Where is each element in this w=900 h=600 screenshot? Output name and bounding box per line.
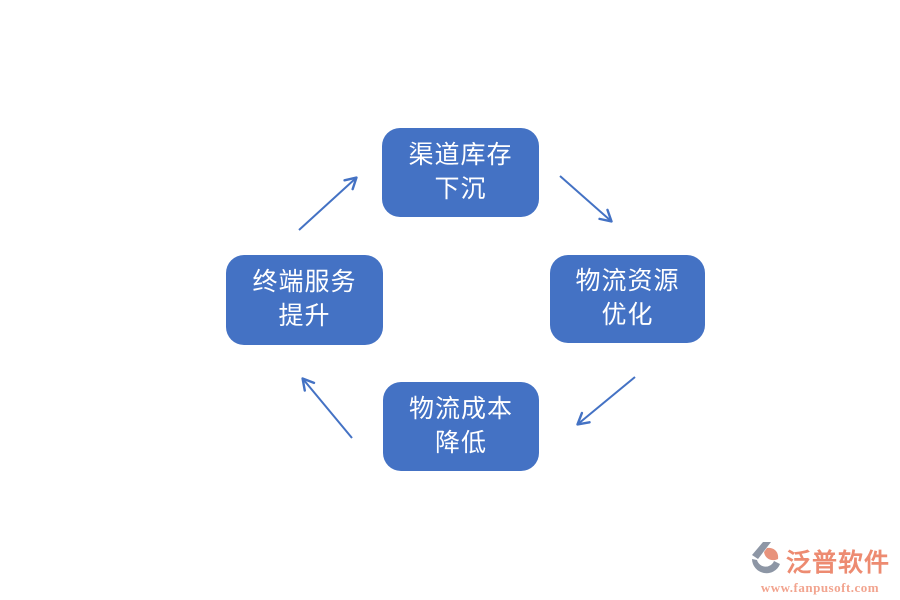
node-logistics-cost: 物流成本 降低 <box>383 382 539 471</box>
watermark-url-text: www.fanpusoft.com <box>760 580 880 595</box>
cycle-arrow-channel-inventory-to-logistics-resources <box>559 175 613 223</box>
watermark: 泛普软件 www.fanpusoft.com <box>750 540 890 596</box>
fanpu-logo-icon <box>750 540 784 582</box>
node-channel-inventory: 渠道库存 下沉 <box>382 128 539 217</box>
cycle-arrow-logistics-cost-to-terminal-service <box>301 377 353 439</box>
node-logistics-resources: 物流资源 优化 <box>550 255 705 343</box>
cycle-arrow-terminal-service-to-channel-inventory <box>298 176 358 231</box>
node-terminal-service: 终端服务 提升 <box>226 255 383 345</box>
watermark-brand-text: 泛普软件 <box>785 550 890 577</box>
cycle-arrow-logistics-resources-to-logistics-cost <box>576 376 636 426</box>
